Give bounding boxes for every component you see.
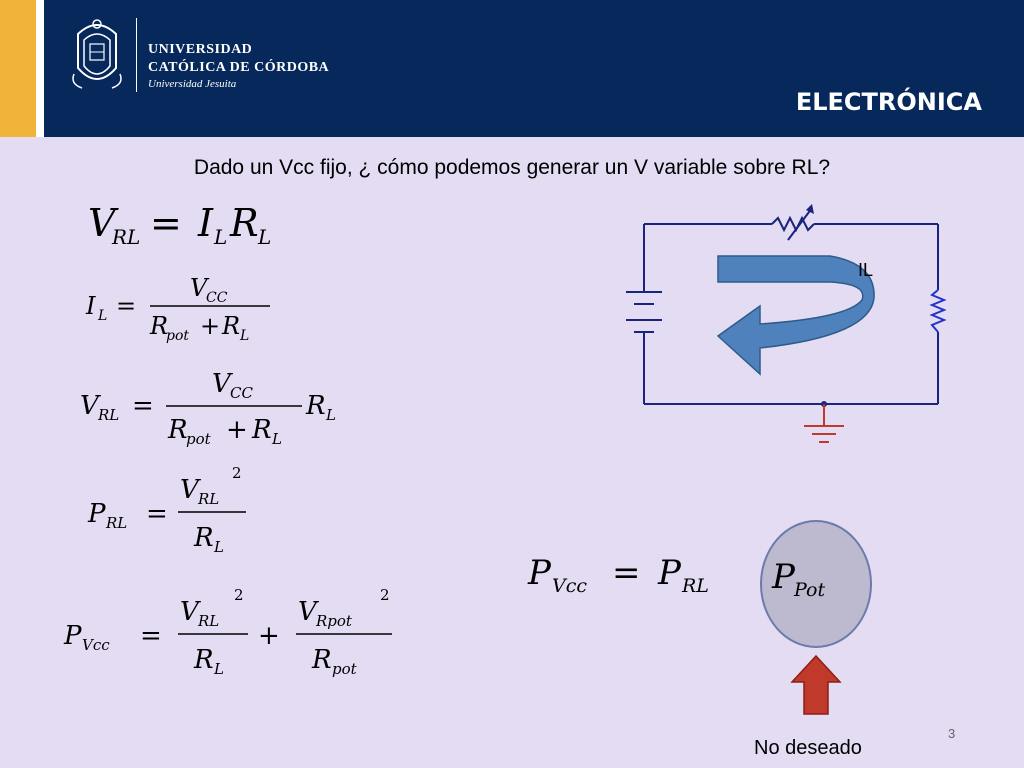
svg-text:2: 2 [232, 464, 242, 482]
svg-text:RL: RL [197, 612, 219, 630]
svg-text:V: V [88, 201, 119, 245]
slide-header: UNIVERSIDAD CATÓLICA DE CÓRDOBA Universi… [0, 0, 1024, 137]
undesired-power-highlight: + P Pot [760, 520, 872, 648]
svg-text:I: I [197, 201, 214, 245]
university-name-line1: UNIVERSIDAD [148, 42, 253, 57]
svg-text:CC: CC [206, 290, 228, 306]
ground-icon [804, 401, 844, 443]
svg-text:L: L [271, 430, 282, 448]
svg-text:=: = [140, 621, 162, 651]
svg-text:pot: pot [332, 660, 358, 678]
svg-text:I: I [85, 292, 96, 320]
current-label: IL [858, 260, 873, 280]
resistor-icon [929, 289, 947, 333]
svg-text:V: V [298, 597, 319, 627]
svg-text:=: = [150, 201, 182, 245]
svg-text:RL: RL [111, 225, 140, 249]
svg-text:R: R [149, 312, 168, 340]
svg-text:CC: CC [230, 384, 253, 402]
svg-text:=: = [612, 553, 641, 593]
up-arrow-icon [790, 654, 842, 715]
svg-text:pot: pot [166, 328, 189, 344]
svg-text:RL: RL [197, 490, 219, 508]
svg-text:=: = [132, 391, 154, 421]
svg-text:R: R [251, 415, 272, 445]
svg-text:RL: RL [97, 406, 119, 424]
svg-text:R: R [167, 415, 188, 445]
svg-text:Vcc: Vcc [82, 636, 110, 654]
svg-text:L: L [213, 660, 224, 678]
svg-text:L: L [325, 406, 336, 424]
svg-text:Pot: Pot [793, 579, 825, 601]
svg-text:P: P [771, 557, 796, 597]
circuit-wires [643, 223, 939, 405]
svg-text:RL: RL [105, 514, 127, 532]
svg-text:+: + [258, 621, 280, 651]
svg-text:+: + [226, 415, 248, 445]
svg-text:Vcc: Vcc [552, 575, 587, 597]
potentiometer-icon [771, 204, 815, 241]
svg-text:2: 2 [234, 586, 244, 604]
svg-text:R: R [305, 391, 326, 421]
white-stripe [36, 0, 44, 137]
svg-text:+: + [200, 312, 220, 340]
svg-text:P: P [657, 553, 682, 593]
svg-text:RL: RL [681, 575, 709, 597]
svg-text:R: R [311, 645, 332, 675]
svg-text:P: P [527, 553, 552, 593]
svg-text:L: L [239, 328, 249, 344]
svg-text:R: R [193, 523, 214, 553]
svg-text:pot: pot [186, 430, 212, 448]
gold-strip [0, 0, 36, 137]
svg-text:R: R [229, 201, 259, 245]
svg-text:P: P [87, 499, 106, 529]
slide-question: Dado un Vcc fijo, ¿ cómo podemos generar… [193, 156, 831, 179]
university-tagline: Universidad Jesuita [148, 78, 237, 90]
university-crest-icon [72, 19, 122, 89]
svg-text:V: V [212, 369, 233, 399]
svg-text:=: = [146, 499, 168, 529]
university-name-line2: CATÓLICA DE CÓRDOBA [148, 60, 330, 75]
battery-icon [626, 280, 662, 344]
svg-text:=: = [116, 292, 136, 320]
svg-text:L: L [213, 225, 227, 249]
svg-text:L: L [213, 538, 224, 556]
circuit-diagram: IL [626, 204, 947, 443]
svg-text:Rpot: Rpot [315, 612, 353, 630]
annotation-label: No deseado [754, 737, 862, 759]
svg-text:V: V [80, 391, 101, 421]
svg-text:P: P [63, 621, 82, 651]
svg-text:L: L [257, 225, 271, 249]
current-arrow-icon [716, 255, 875, 376]
svg-text:R: R [221, 312, 240, 340]
svg-text:2: 2 [380, 586, 390, 604]
section-title: ELECTRÓNICA [795, 88, 982, 116]
svg-text:L: L [97, 308, 107, 324]
header-divider [136, 18, 137, 92]
svg-text:V: V [180, 475, 201, 505]
svg-text:V: V [180, 597, 201, 627]
svg-text:V: V [190, 274, 210, 302]
svg-text:R: R [193, 645, 214, 675]
page-number: 3 [948, 726, 956, 741]
